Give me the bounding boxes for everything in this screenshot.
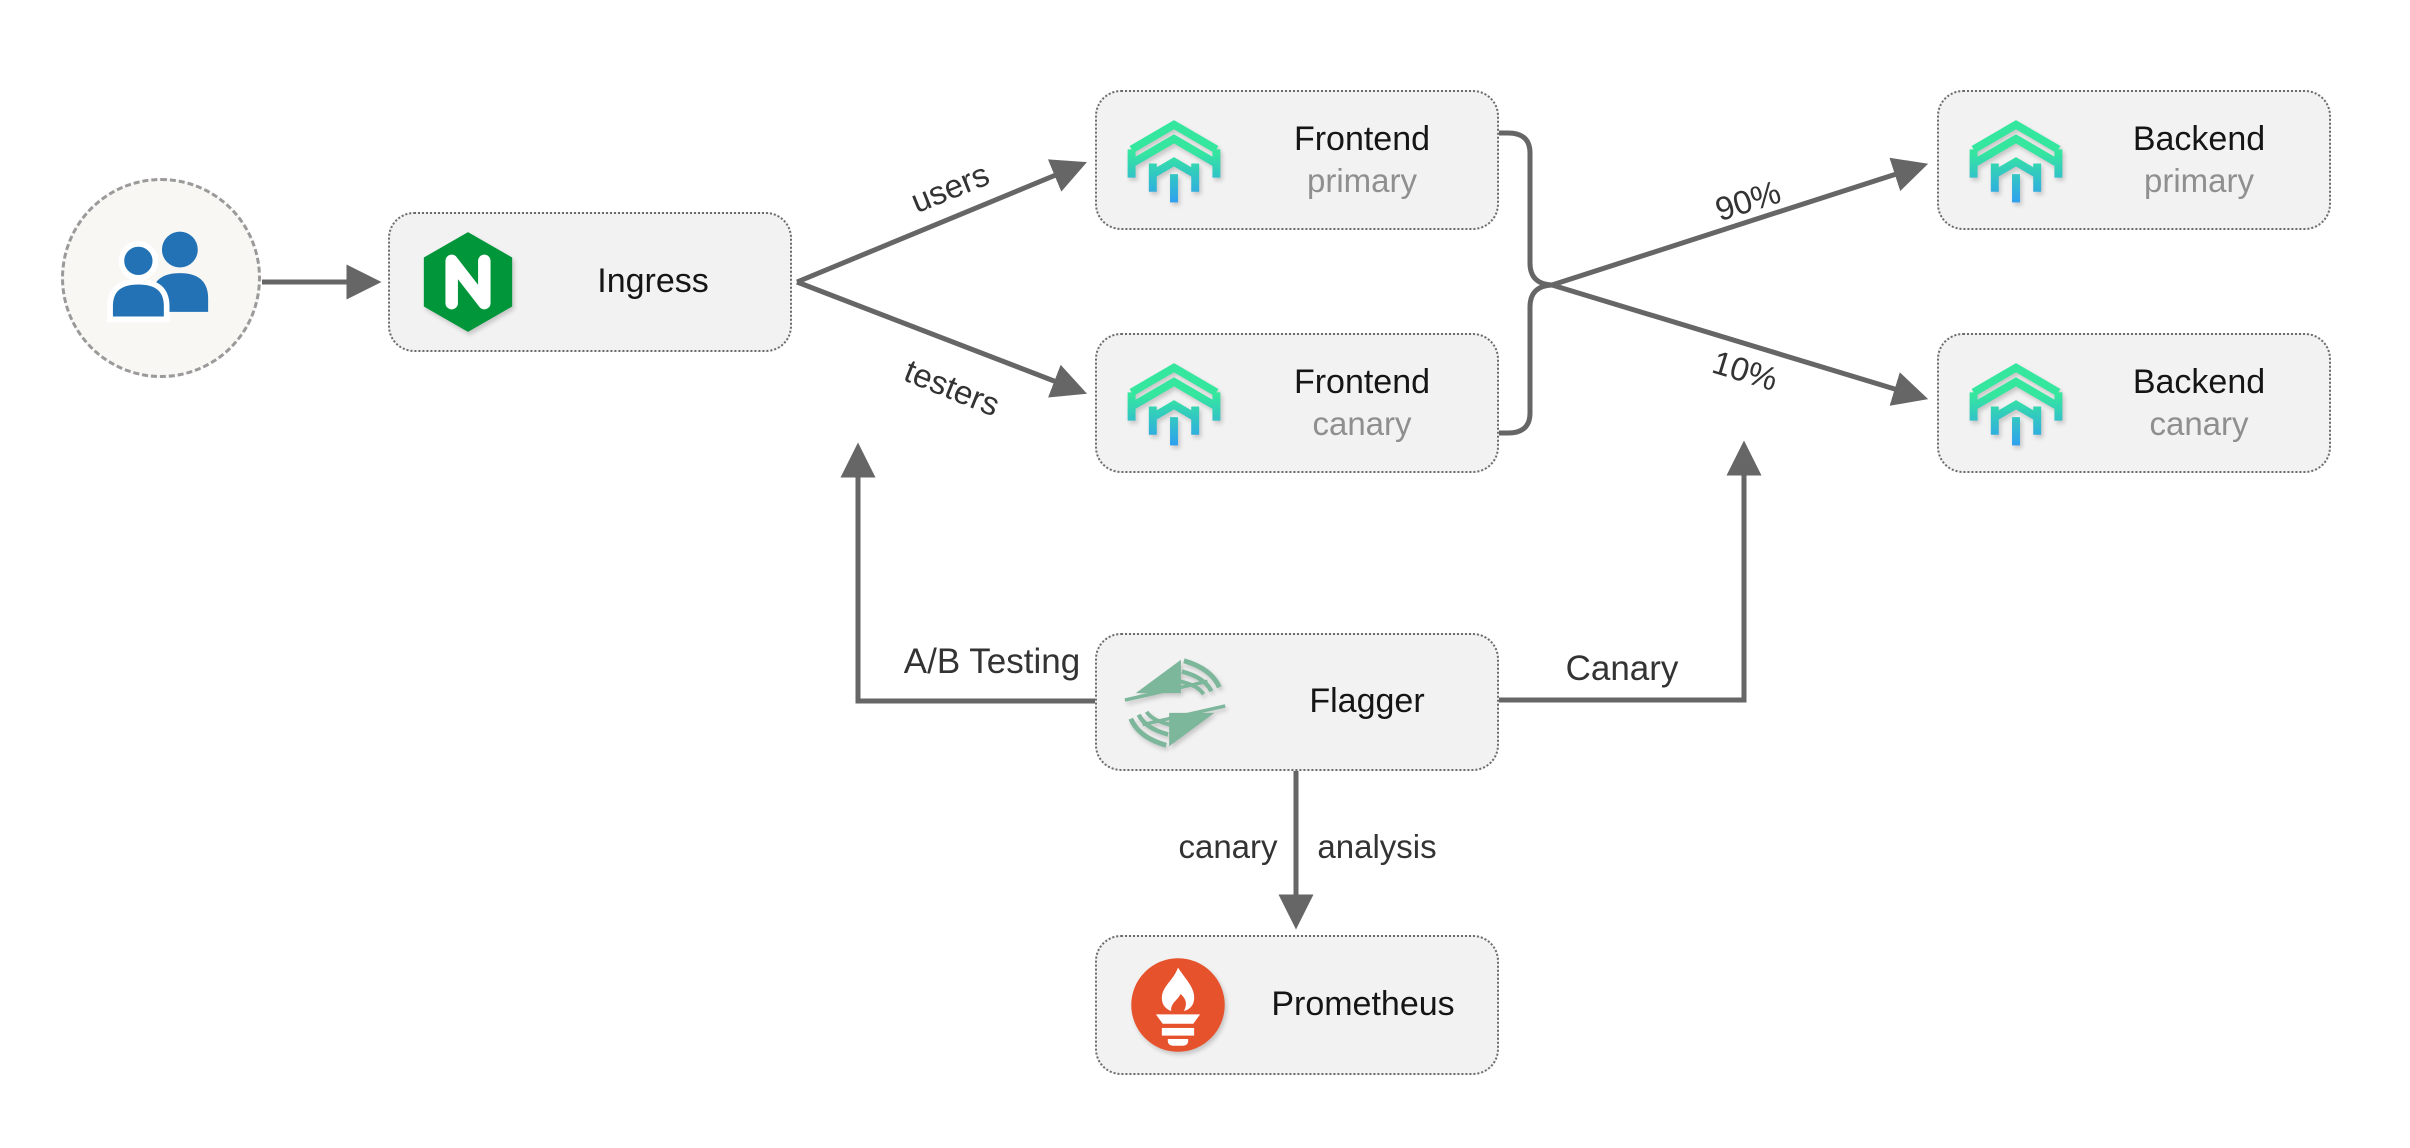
edge-label-analysis-word: analysis	[1317, 828, 1437, 865]
app-cube-icon	[1963, 348, 2069, 458]
frontend-canary-node: Frontend canary	[1095, 333, 1499, 473]
node-subtitle: canary	[1312, 404, 1412, 442]
node-title: Flagger	[1309, 682, 1425, 721]
edge-flagger-to-canary-split	[1498, 440, 1762, 703]
edge-frontend-merge-brace	[1498, 130, 1553, 436]
backend-canary-node: Backend canary	[1937, 333, 2331, 473]
edge-flagger-to-ingress-ab	[840, 442, 1095, 704]
flagger-flags-icon	[1119, 641, 1237, 763]
node-subtitle: primary	[1306, 161, 1417, 199]
edge-label-ab-testing: A/B Testing	[903, 642, 1081, 681]
edge-split-to-backend-primary	[1551, 157, 1929, 288]
app-cube-icon	[1121, 348, 1227, 458]
node-title: Frontend	[1293, 363, 1431, 402]
edge-split-to-backend-canary	[1551, 282, 1929, 406]
ingress-node: Ingress	[388, 212, 792, 352]
node-subtitle: canary	[2149, 404, 2249, 442]
node-title: Backend	[2132, 120, 2266, 159]
nginx-icon	[420, 229, 516, 335]
edge-label-canary: Canary	[1565, 649, 1679, 688]
prometheus-node: Prometheus	[1095, 935, 1499, 1075]
backend-primary-node: Backend primary	[1937, 90, 2331, 230]
node-subtitle: primary	[2143, 161, 2254, 199]
users-group-node	[61, 178, 261, 378]
edge-label-canary-word: canary	[1178, 828, 1278, 865]
app-cube-icon	[1963, 105, 2069, 215]
users-icon	[95, 221, 227, 336]
edge-ingress-to-frontend-primary	[796, 159, 1087, 285]
edge-ingress-to-frontend-canary	[796, 279, 1087, 398]
frontend-primary-node: Frontend primary	[1095, 90, 1499, 230]
node-title: Backend	[2132, 363, 2266, 402]
prometheus-icon	[1127, 954, 1229, 1056]
node-title: Prometheus	[1271, 985, 1455, 1024]
app-cube-icon	[1121, 105, 1227, 215]
flagger-node: Flagger	[1095, 633, 1499, 771]
node-title: Frontend	[1293, 120, 1431, 159]
node-title: Ingress	[597, 262, 709, 301]
